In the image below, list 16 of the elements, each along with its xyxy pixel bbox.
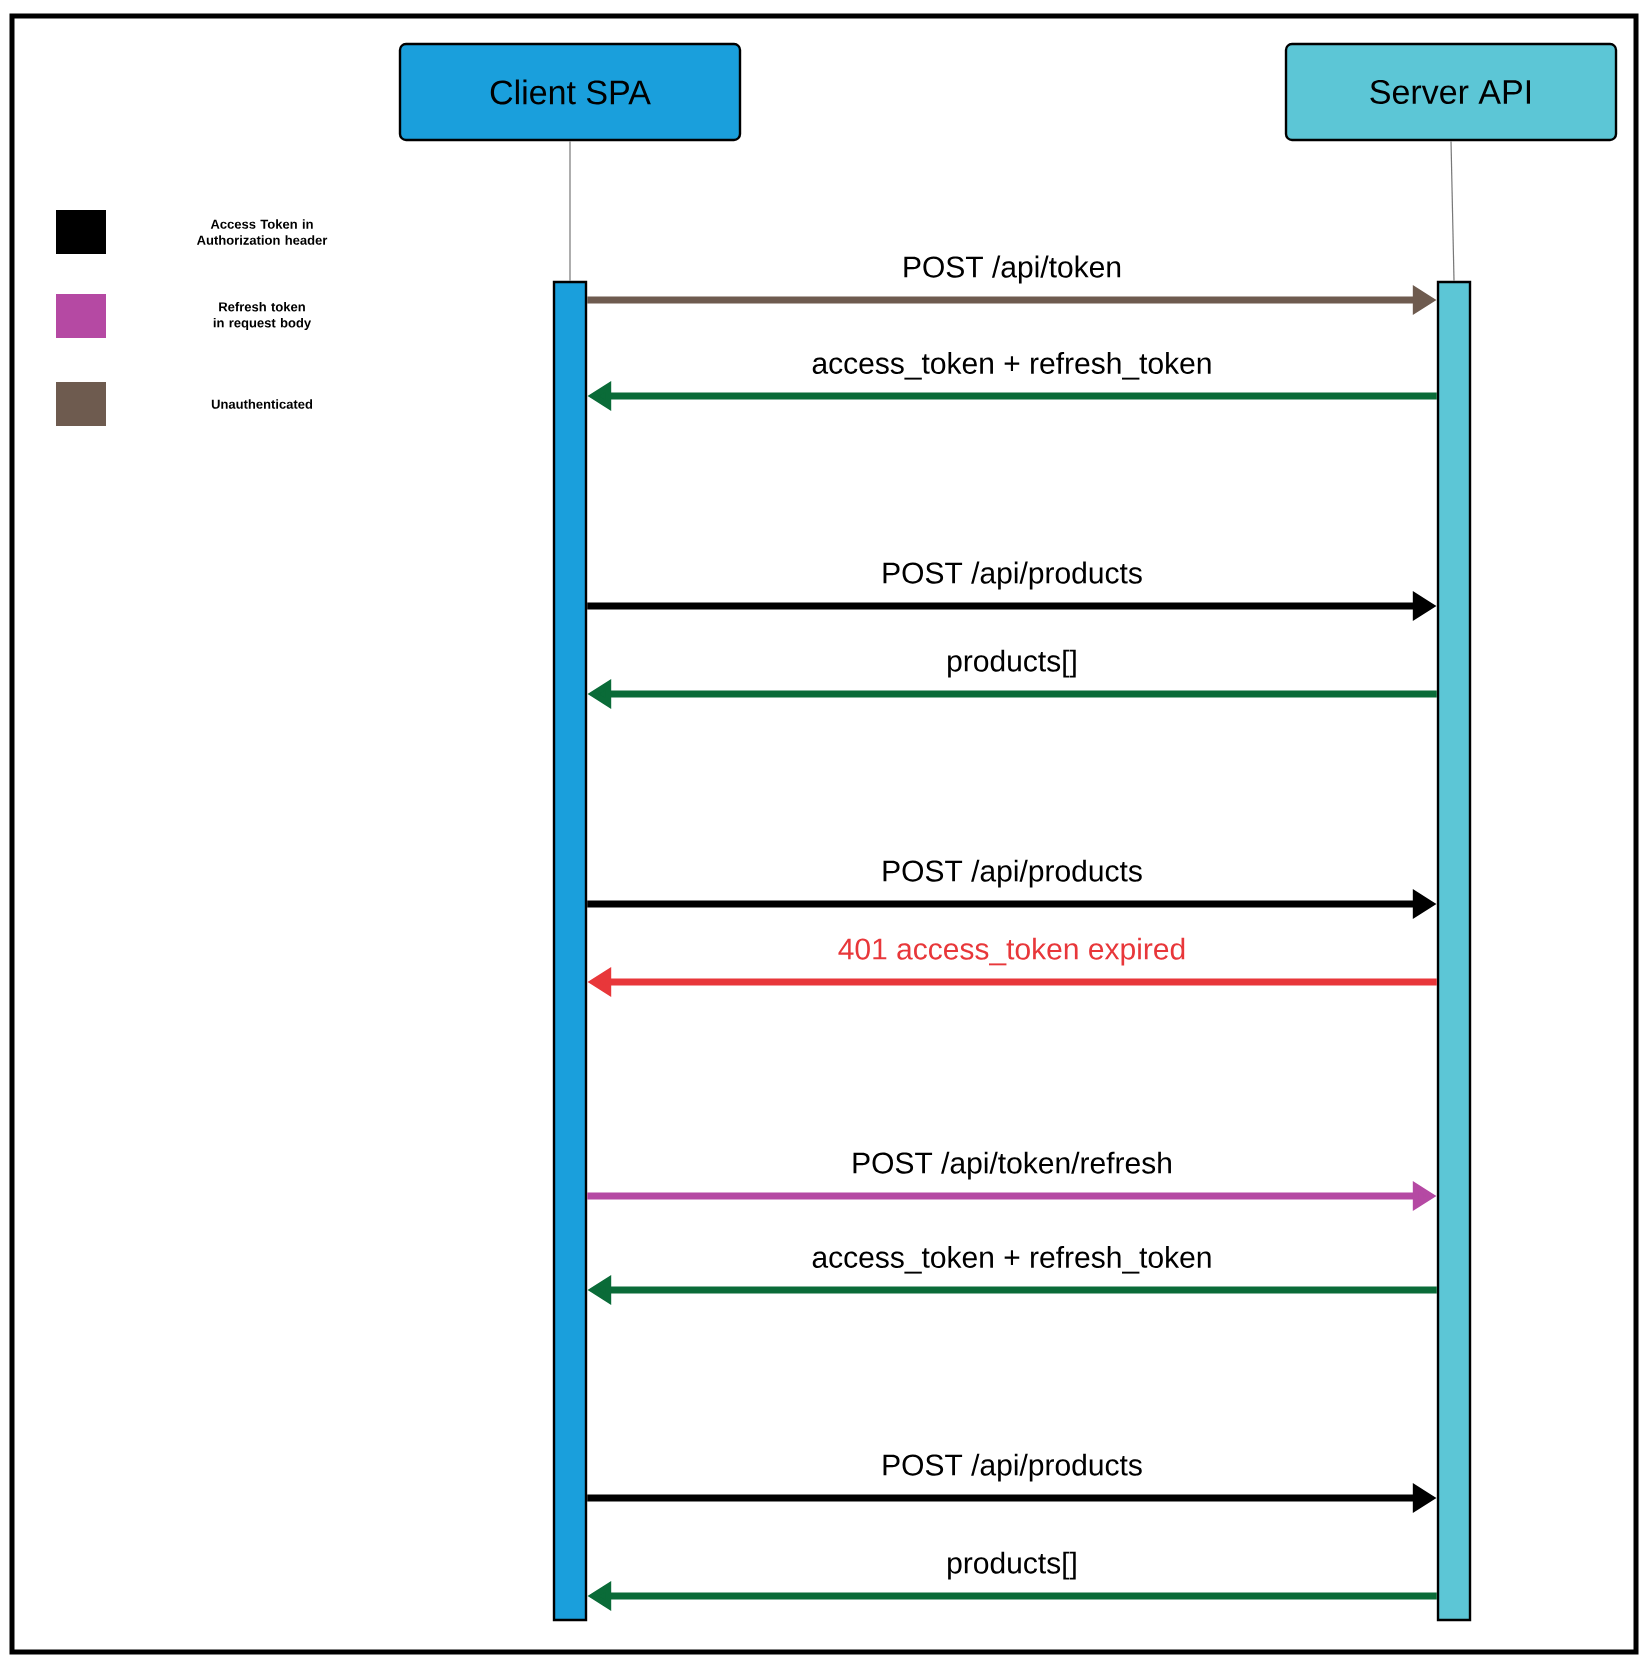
message-label: POST /api/products (879, 1451, 1145, 1484)
activation-bar (552, 280, 588, 1622)
message-label: POST /api/token/refresh (849, 1149, 1175, 1182)
message-label: 401 access_token expired (835, 935, 1189, 968)
message-label: access_token + refresh_token (809, 349, 1215, 382)
participant-box: Client SPA (398, 42, 742, 142)
activation-bar (1436, 280, 1472, 1622)
message-label: products[] (944, 647, 1080, 680)
message-label: POST /api/token (899, 253, 1125, 286)
message-label: POST /api/products (879, 559, 1145, 592)
message-label: products[] (944, 1549, 1080, 1582)
lifeline (1450, 140, 1455, 282)
lifeline (569, 140, 571, 282)
participant-box: Server API (1284, 42, 1618, 142)
message-label: POST /api/products (879, 857, 1145, 890)
message-label: access_token + refresh_token (809, 1243, 1215, 1276)
